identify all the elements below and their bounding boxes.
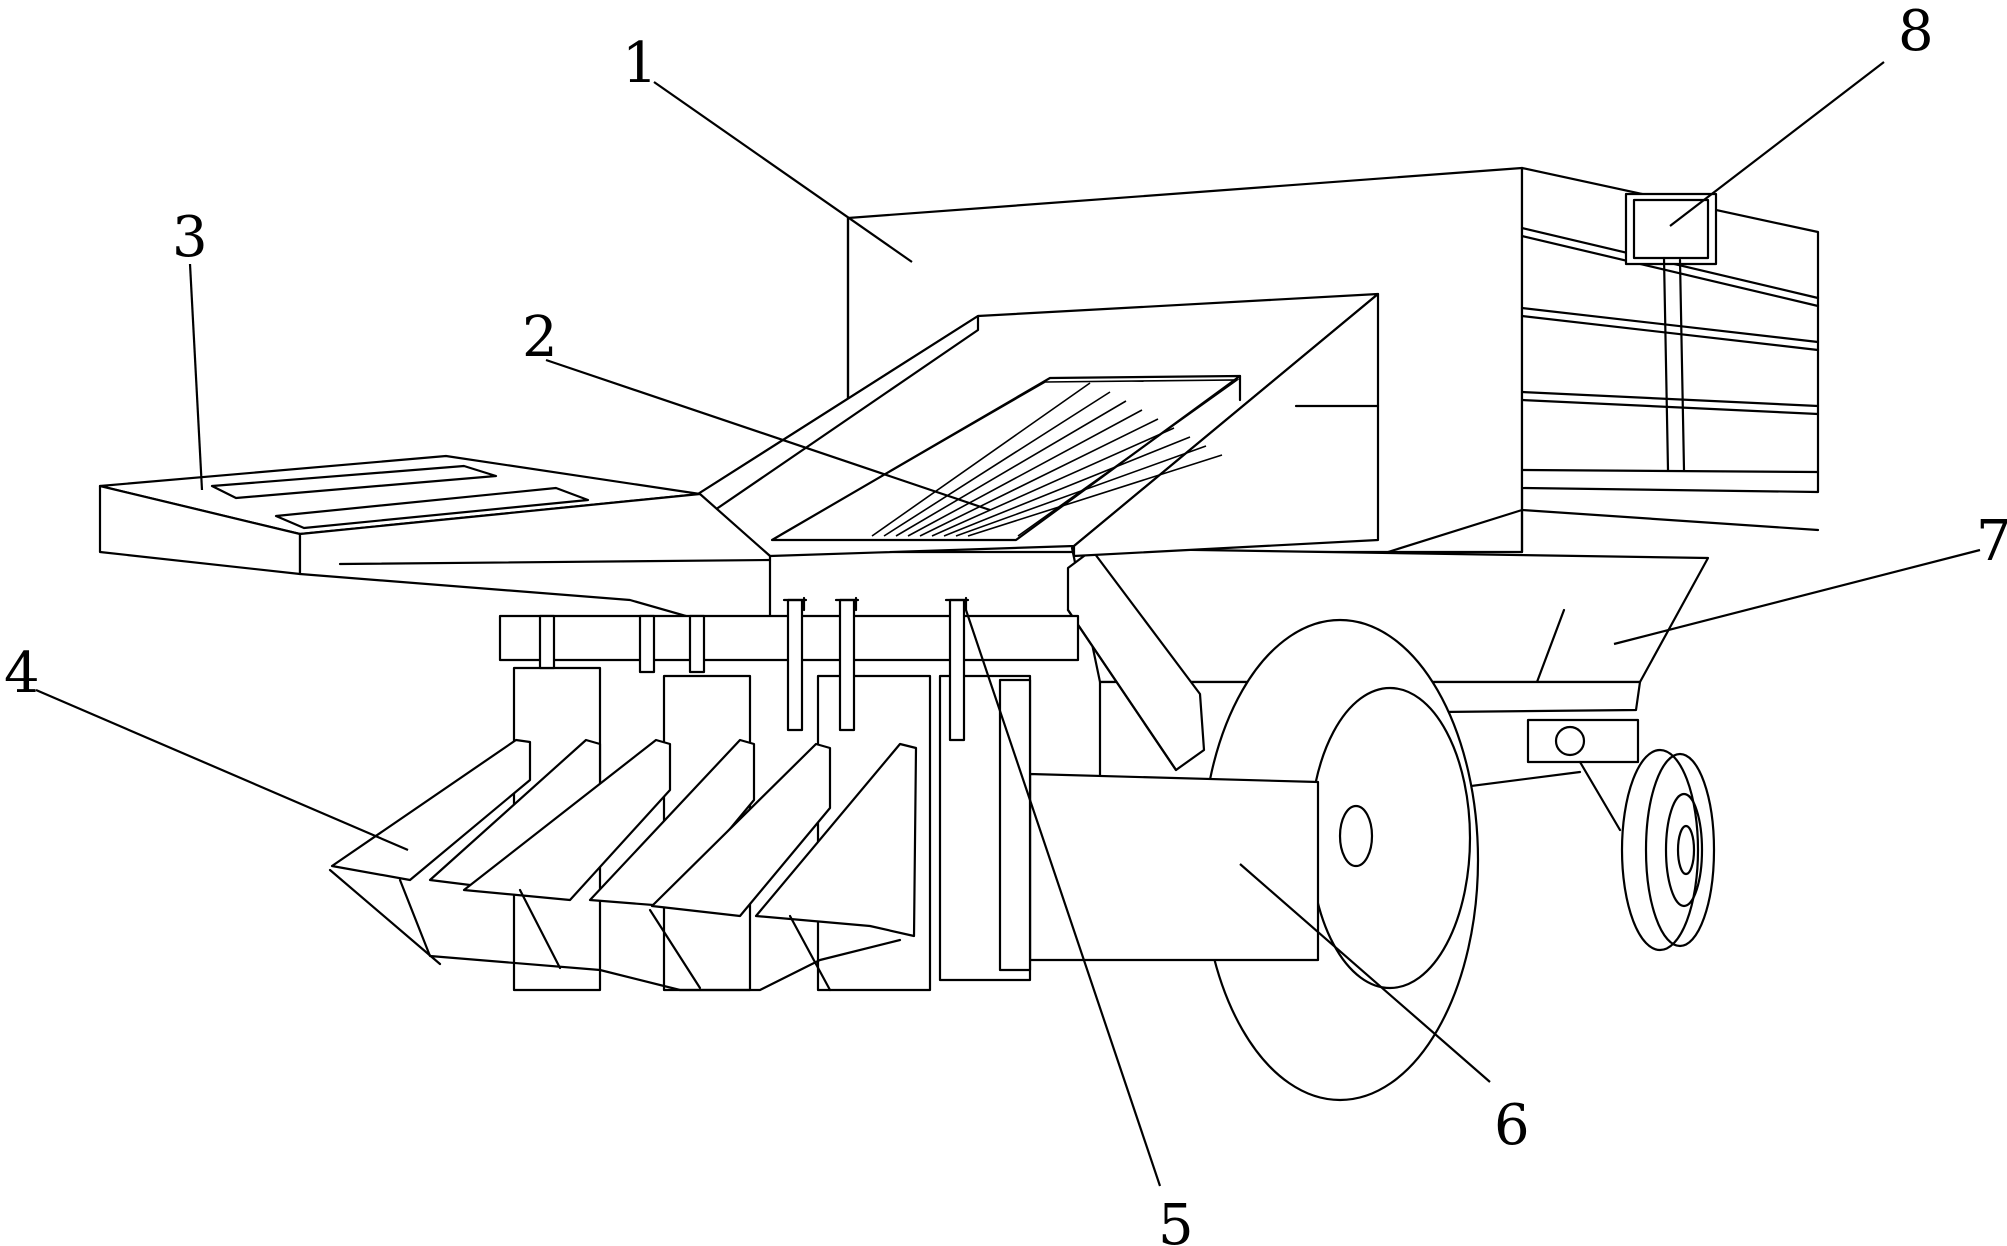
callout-2: 2 [522, 305, 558, 370]
callout-1: 1 [622, 31, 658, 96]
rear-wheel [1622, 750, 1714, 950]
sieve-tray [100, 456, 770, 640]
leader-4 [36, 690, 408, 850]
callout-7: 7 [1976, 509, 2007, 574]
callout-6: 6 [1494, 1093, 1530, 1158]
leader-8 [1670, 62, 1884, 226]
conveyor-chute [698, 294, 1378, 556]
leader-1 [654, 82, 912, 262]
callout-4: 4 [4, 641, 40, 706]
callout-3: 3 [172, 205, 208, 270]
leader-3 [190, 264, 202, 490]
callout-8: 8 [1898, 0, 1934, 64]
callout-5: 5 [1158, 1193, 1194, 1246]
